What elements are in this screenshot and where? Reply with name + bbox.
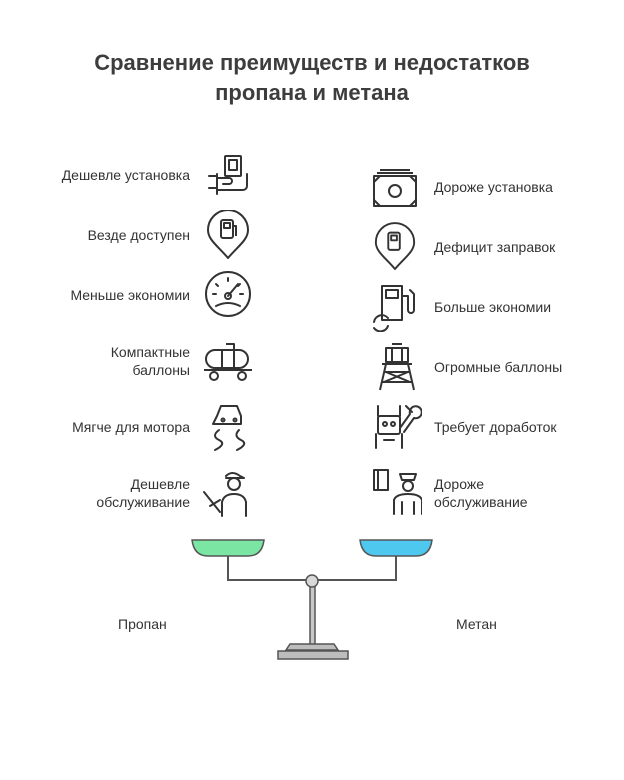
robot-wrench-icon (370, 400, 422, 452)
money-banknote-icon (370, 166, 420, 210)
methane-label: Метан (456, 616, 497, 632)
scale-pole (309, 579, 316, 646)
methane-pan (359, 539, 433, 557)
scale-pivot (305, 574, 319, 588)
propane-pan (191, 539, 265, 557)
car-road-icon (205, 400, 253, 452)
fuel-location-pin-icon (204, 210, 252, 260)
title-line-2: пропана и метана (215, 80, 409, 105)
diagram-title: Сравнение преимуществ и недостатков проп… (0, 48, 624, 108)
scale-base (277, 650, 349, 660)
service-worker-icon (370, 464, 422, 518)
fuel-pump-cycle-icon (370, 282, 422, 332)
methane-item-4: Огромные баллоны (434, 359, 563, 375)
mechanic-icon (200, 466, 254, 520)
propane-item-1: Дешевле установка (61, 167, 190, 183)
methane-item-2: Дефицит заправок (434, 239, 556, 255)
title-line-1: Сравнение преимуществ и недостатков (94, 50, 530, 75)
propane-item-3: Меньше экономии (70, 287, 190, 303)
methane-item-3: Больше экономии (434, 299, 552, 315)
scale-base-top (284, 643, 340, 651)
water-tower-icon (372, 340, 422, 392)
methane-item-1: Дороже установка (434, 179, 553, 195)
propane-label: Пропан (118, 616, 167, 632)
gas-tank-trailer-icon (202, 340, 254, 382)
propane-item-5: Мягче для мотора (72, 419, 190, 435)
speedometer-icon (204, 270, 252, 318)
hand-money-icon (205, 150, 253, 198)
propane-item-2: Везде доступен (87, 227, 190, 243)
methane-item-5: Требует доработок (434, 419, 557, 435)
fuel-location-pin-icon (372, 222, 418, 272)
